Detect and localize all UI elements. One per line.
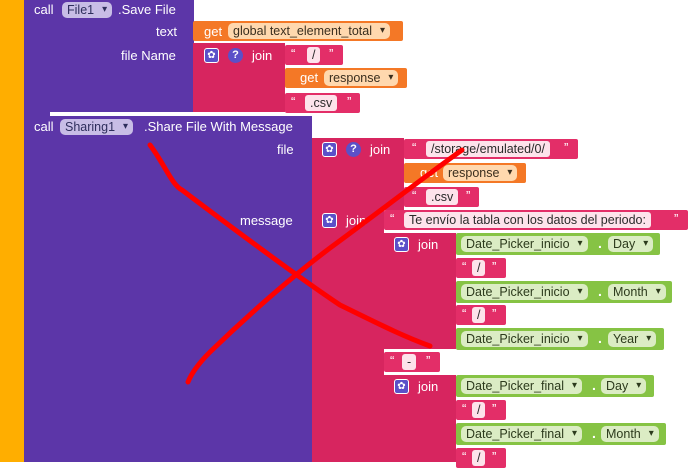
dot-separator: . [592, 425, 596, 441]
global-var-dropdown[interactable]: global text_element_total [228, 23, 390, 39]
message-text-value[interactable]: Te envío la tabla con los datos del peri… [404, 212, 651, 228]
csv-text-value[interactable]: .csv [426, 189, 459, 205]
day-property-dropdown[interactable]: Day [608, 236, 654, 252]
slash-text-block[interactable]: “ / ” [285, 45, 343, 65]
file1-component-dropdown[interactable]: File1 [62, 2, 113, 18]
file-join-label: join [370, 142, 391, 157]
get-label: get [204, 24, 223, 39]
slash-text-block[interactable]: “ / ” [456, 258, 506, 278]
dot-separator: . [592, 377, 596, 393]
dash-text-block[interactable]: “ - ” [384, 352, 440, 372]
message-join-block[interactable] [312, 210, 384, 462]
slash-text-block[interactable]: “ / ” [456, 400, 506, 420]
date-picker-inicio-dropdown[interactable]: Date_Picker_inicio [461, 284, 588, 300]
dash-text-value[interactable]: - [402, 354, 417, 370]
year-property-dropdown[interactable]: Year [608, 331, 657, 347]
day-property-dropdown[interactable]: Day [601, 378, 647, 394]
csv-text-block[interactable]: “ .csv ” [404, 187, 479, 207]
gear-icon[interactable]: ✿ [394, 379, 409, 394]
message-join-label: join [346, 213, 367, 228]
date-picker-inicio-dropdown[interactable]: Date_Picker_inicio [461, 331, 588, 347]
response-var-dropdown[interactable]: response [443, 165, 518, 181]
slash-text-value[interactable]: / [472, 260, 486, 276]
inicio-join-label: join [418, 237, 439, 252]
date-picker-final-dropdown[interactable]: Date_Picker_final [461, 426, 582, 442]
slash-text-value[interactable]: / [472, 402, 486, 418]
gear-icon[interactable]: ✿ [204, 48, 219, 63]
slash-text-block[interactable]: “ / ” [456, 448, 506, 468]
date-picker-final-dropdown[interactable]: Date_Picker_final [461, 378, 582, 394]
dot-separator: . [598, 330, 602, 346]
share-message-label: message [240, 213, 293, 228]
gear-icon[interactable]: ✿ [322, 142, 337, 157]
share-file-label: file [277, 142, 294, 157]
csv-text-block[interactable]: “ .csv ” [285, 93, 360, 113]
share-call-label: call [34, 119, 54, 134]
gear-icon[interactable]: ✿ [394, 237, 409, 252]
csv-text-value[interactable]: .csv [305, 95, 338, 111]
get-label: get [300, 70, 319, 85]
month-property-dropdown[interactable]: Month [601, 426, 659, 442]
save-method-label: .Save File [118, 2, 176, 17]
slash-text-value[interactable]: / [472, 450, 486, 466]
month-property-dropdown[interactable]: Month [608, 284, 666, 300]
sharing1-component-dropdown[interactable]: Sharing1 [60, 119, 134, 135]
dot-separator: . [598, 235, 602, 251]
slash-text-block[interactable]: “ / ” [456, 305, 506, 325]
question-icon[interactable]: ? [228, 48, 243, 63]
get-label: get [420, 165, 439, 180]
slash-text-value[interactable]: / [472, 307, 486, 323]
save-file-block-tail [24, 112, 50, 116]
response-var-dropdown[interactable]: response [324, 70, 399, 86]
save-filename-label: file Name [121, 48, 176, 63]
save-call-label: call [34, 2, 54, 17]
event-block-strip [0, 0, 24, 462]
final-join-label: join [418, 379, 439, 394]
share-file-block[interactable] [24, 116, 312, 462]
gear-icon[interactable]: ✿ [322, 213, 337, 228]
save-join-label: join [252, 48, 273, 63]
message-text-block[interactable]: “ Te envío la tabla con los datos del pe… [384, 210, 688, 230]
dot-separator: . [598, 283, 602, 299]
question-icon[interactable]: ? [346, 142, 361, 157]
path-text-block[interactable]: “ /storage/emulated/0/ ” [404, 139, 578, 159]
path-text-value[interactable]: /storage/emulated/0/ [426, 141, 550, 157]
save-text-label: text [156, 24, 177, 39]
slash-text-value[interactable]: / [307, 47, 321, 63]
date-picker-inicio-dropdown[interactable]: Date_Picker_inicio [461, 236, 588, 252]
save-file-block[interactable] [24, 0, 194, 112]
share-method-label: .Share File With Message [144, 119, 293, 134]
